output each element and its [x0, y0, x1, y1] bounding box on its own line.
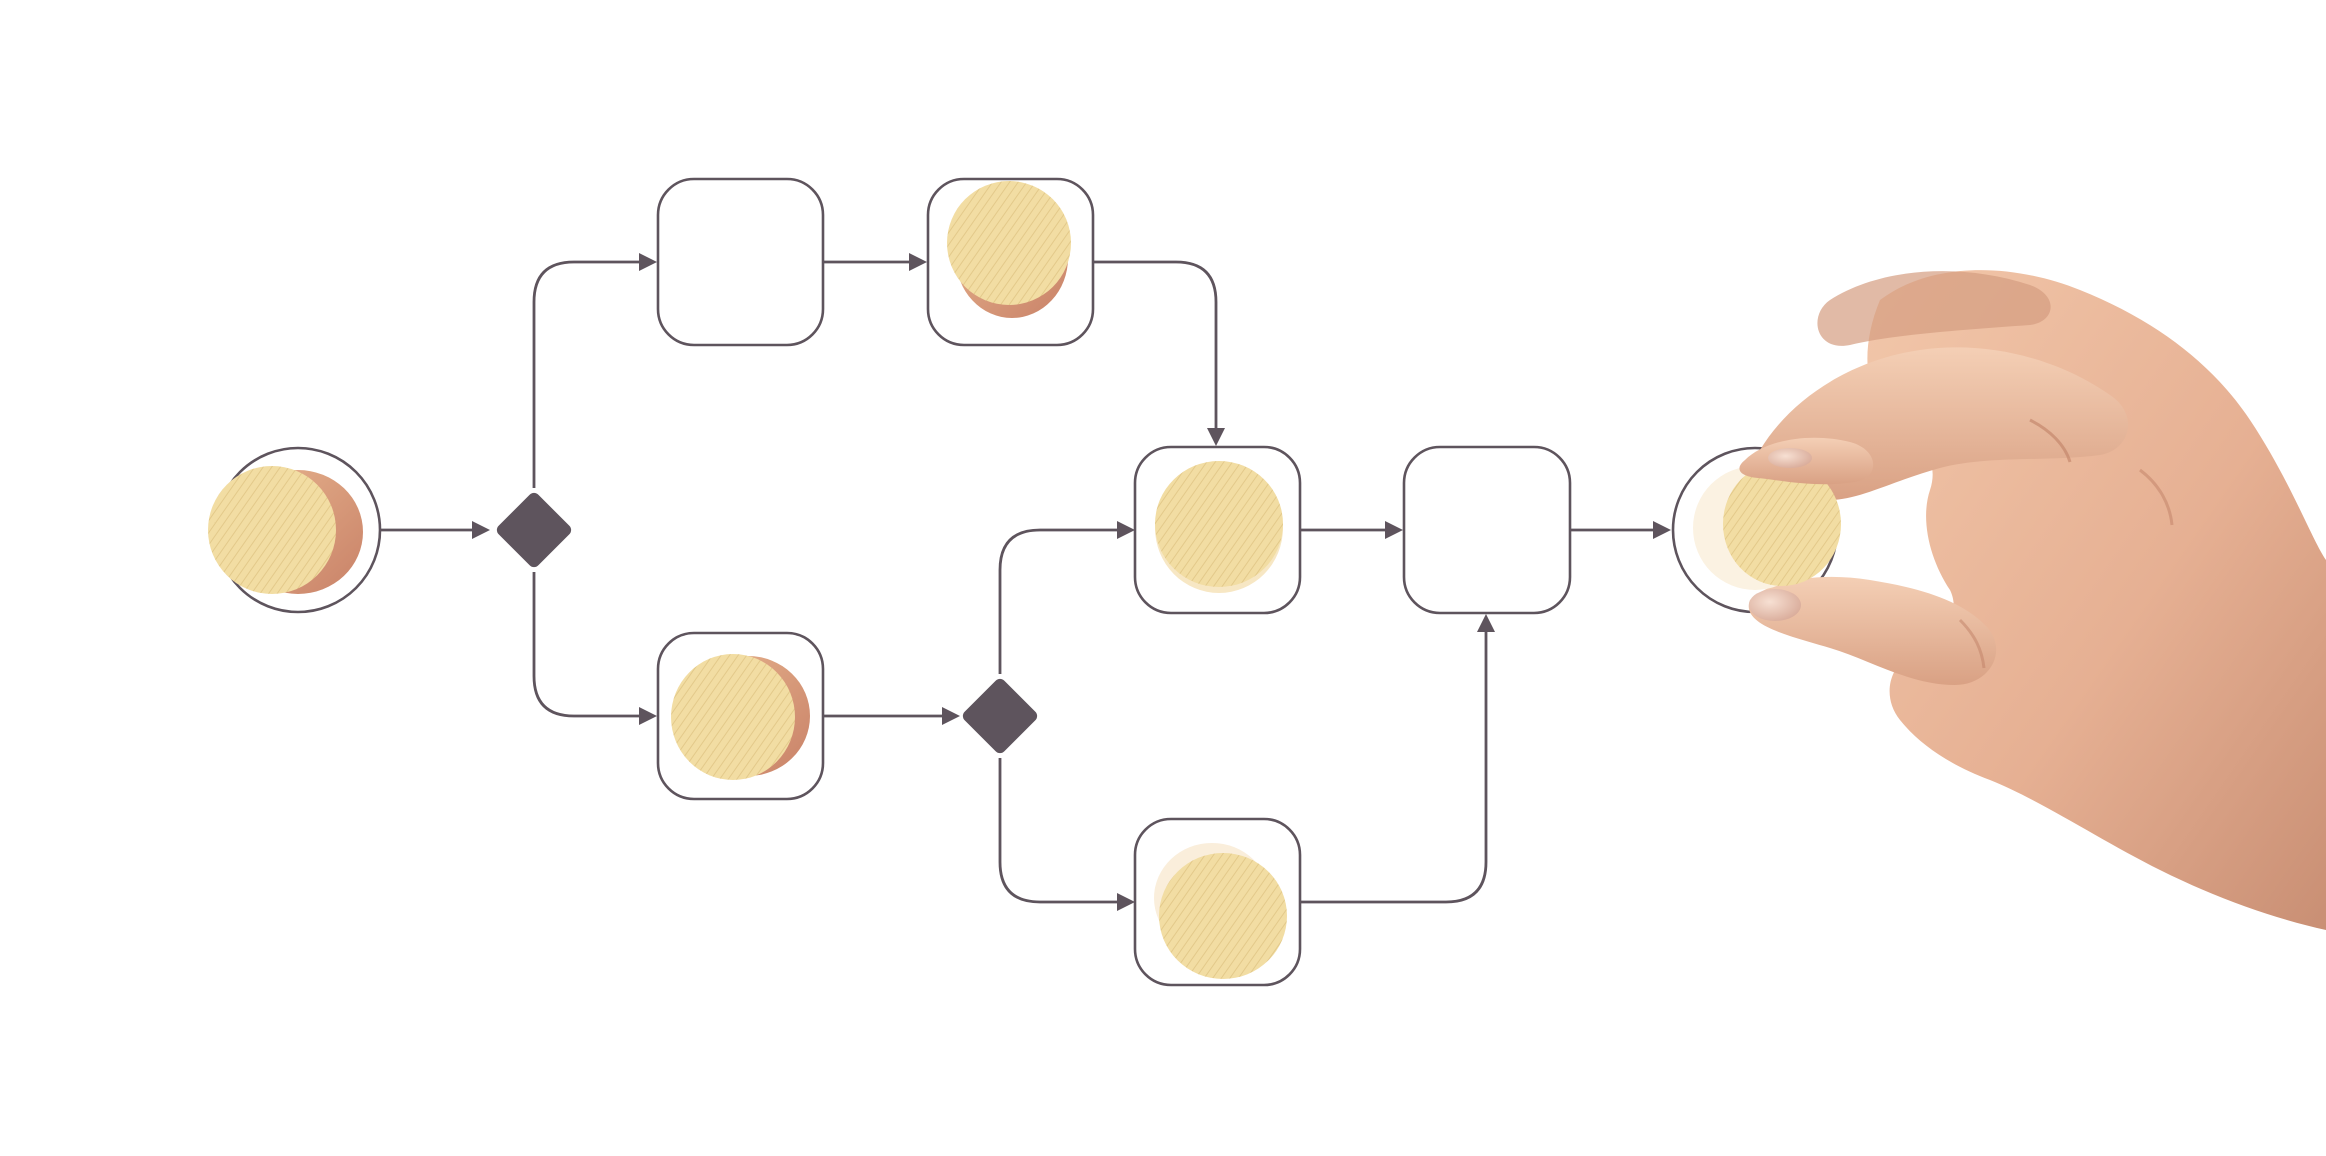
- arrow-icon: [909, 253, 927, 271]
- token-end: [1693, 437, 1874, 590]
- token-task-top-2: [947, 181, 1071, 318]
- gateway-split-2[interactable]: [960, 676, 1039, 755]
- arrow-icon: [1117, 893, 1135, 911]
- arrow-icon: [1385, 521, 1403, 539]
- edges: [380, 253, 1671, 911]
- arrow-icon: [472, 521, 490, 539]
- edge-split-1-task-bottom-1: [532, 572, 640, 718]
- tokens: [208, 181, 1287, 979]
- edge-task-lower-task-final: [1300, 632, 1488, 904]
- edge-split-2-task-merge: [998, 528, 1118, 674]
- token-start: [208, 466, 363, 594]
- arrow-icon: [1477, 614, 1495, 632]
- task-top-1[interactable]: [656, 177, 825, 347]
- edge-split-2-task-lower: [998, 758, 1118, 904]
- token-task-merge: [1155, 461, 1283, 593]
- token-task-bottom-1: [671, 654, 810, 780]
- edge-split-1-task-top-1: [532, 260, 640, 488]
- arrow-icon: [1207, 428, 1225, 446]
- arrow-icon: [639, 707, 657, 725]
- edge-task-top-2-task-merge: [1093, 260, 1218, 430]
- arrow-icon: [942, 707, 960, 725]
- hand-icon: [1748, 270, 2326, 930]
- arrow-icon: [1117, 521, 1135, 539]
- arrow-icon: [639, 253, 657, 271]
- arrow-icon: [1653, 521, 1671, 539]
- token-task-lower: [1154, 843, 1287, 979]
- task-final[interactable]: [1402, 445, 1572, 615]
- gateway-split-1[interactable]: [494, 490, 573, 569]
